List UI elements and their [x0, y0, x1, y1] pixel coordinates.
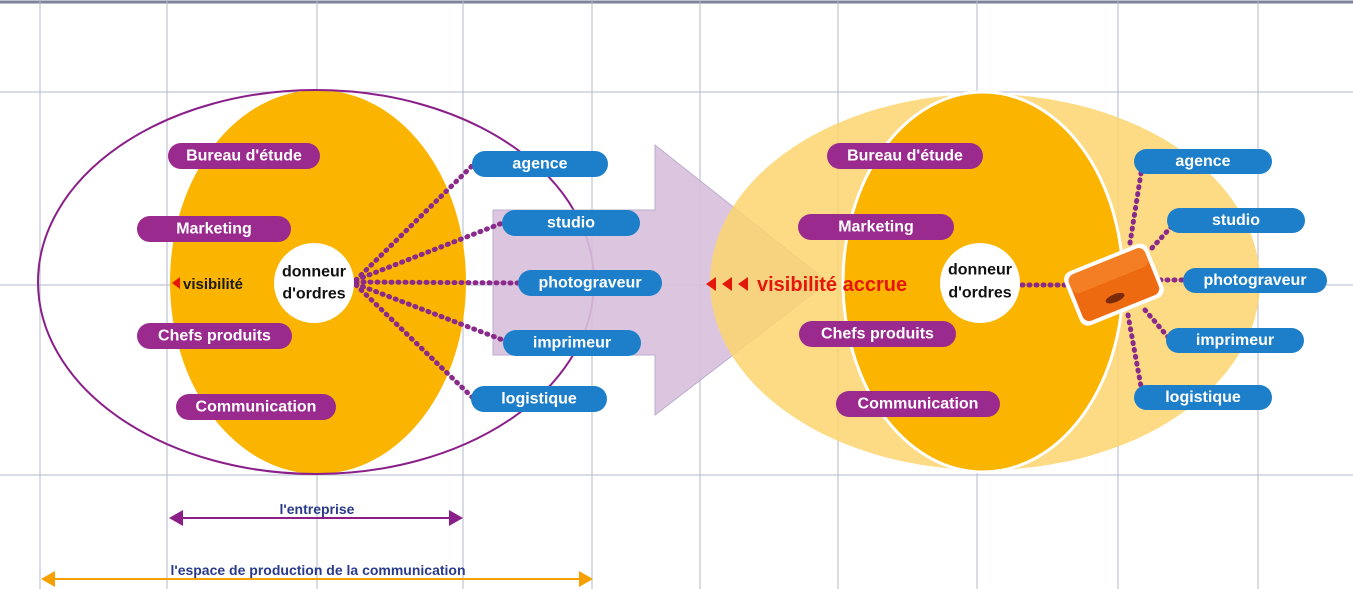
svg-text:Chefs produits: Chefs produits — [821, 326, 934, 343]
svg-text:Communication: Communication — [196, 399, 317, 416]
svg-text:imprimeur: imprimeur — [1196, 332, 1274, 349]
right-partner-photograveur: photograveur — [1183, 268, 1327, 293]
left-visibility-arrowhead — [172, 277, 180, 289]
right-visibility-arrowheads — [706, 277, 748, 291]
svg-text:photograveur: photograveur — [1203, 272, 1306, 289]
orange-card-image — [1064, 243, 1164, 326]
production-space-label: l'espace de production de la communicati… — [170, 562, 465, 578]
left-connectors — [353, 160, 523, 401]
left-partner-imprimeur: imprimeur — [503, 330, 641, 356]
right-partner-agence: agence — [1134, 149, 1272, 174]
svg-text:Communication: Communication — [858, 396, 979, 413]
left-partner-logistique: logistique — [471, 386, 607, 412]
right-partner-logistique: logistique — [1134, 385, 1272, 410]
svg-text:logistique: logistique — [501, 391, 577, 408]
left-dept-communication: Communication — [176, 394, 336, 420]
svg-text:studio: studio — [547, 215, 595, 232]
enterprise-measure — [169, 510, 463, 526]
right-center-line-2: d'ordres — [948, 285, 1011, 302]
left-partner-agence: agence — [472, 151, 608, 177]
enterprise-label: l'entreprise — [280, 501, 355, 517]
left-partner-photograveur: photograveur — [518, 270, 662, 296]
left-center-circle — [274, 243, 354, 323]
right-dept-chefs-produits: Chefs produits — [799, 321, 956, 347]
svg-text:Chefs produits: Chefs produits — [158, 328, 271, 345]
right-connectors — [1019, 164, 1189, 395]
svg-text:Bureau d'étude: Bureau d'étude — [847, 148, 963, 165]
right-dept-bureau: Bureau d'étude — [827, 143, 983, 169]
right-center-circle — [940, 243, 1020, 323]
svg-text:logistique: logistique — [1165, 389, 1241, 406]
left-dept-chefs-produits: Chefs produits — [137, 323, 292, 349]
left-center-line-1: donneur — [282, 264, 346, 281]
left-dept-marketing: Marketing — [137, 216, 291, 242]
svg-text:studio: studio — [1212, 212, 1260, 229]
right-visibility-label: visibilité accrue — [757, 274, 907, 296]
right-dept-marketing: Marketing — [798, 214, 954, 240]
svg-text:Marketing: Marketing — [838, 219, 914, 236]
right-partner-studio: studio — [1167, 208, 1305, 233]
svg-text:imprimeur: imprimeur — [533, 335, 611, 352]
svg-text:photograveur: photograveur — [538, 275, 641, 292]
svg-text:agence: agence — [512, 156, 567, 173]
svg-text:Marketing: Marketing — [176, 221, 252, 238]
right-center-line-1: donneur — [948, 262, 1012, 279]
right-dept-communication: Communication — [836, 391, 1000, 417]
svg-text:Bureau d'étude: Bureau d'étude — [186, 148, 302, 165]
left-partner-studio: studio — [502, 210, 640, 236]
production-space-measure — [41, 571, 593, 587]
left-center-line-2: d'ordres — [282, 286, 345, 303]
left-visibility-label: visibilité — [183, 276, 243, 293]
svg-text:agence: agence — [1175, 153, 1230, 170]
left-dept-bureau: Bureau d'étude — [168, 143, 320, 169]
right-partner-imprimeur: imprimeur — [1166, 328, 1304, 353]
